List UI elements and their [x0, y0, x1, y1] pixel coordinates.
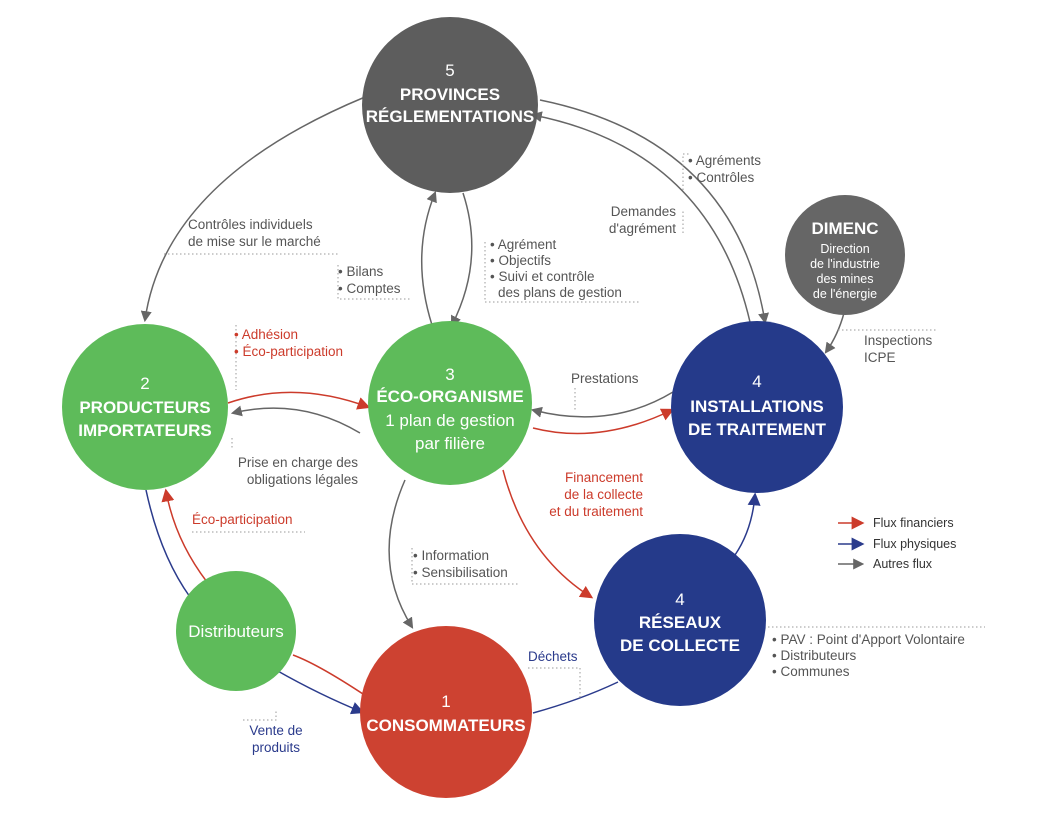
flows: [140, 96, 845, 715]
label-pav-3: • Communes: [772, 664, 850, 679]
svg-text:Distributeurs: Distributeurs: [188, 622, 283, 641]
flow-demandes: [530, 111, 751, 323]
label-inspections-2: ICPE: [864, 350, 896, 365]
label-financement-3: et du traitement: [549, 504, 643, 519]
flow-ecoparticipation-distrib: [161, 488, 208, 583]
node-installations: 4 INSTALLATIONS DE TRAITEMENT: [671, 321, 843, 493]
svg-text:1 plan de gestion: 1 plan de gestion: [385, 411, 515, 430]
flow-prise-en-charge: [230, 405, 361, 434]
svg-text:ÉCO-ORGANISME: ÉCO-ORGANISME: [376, 387, 523, 406]
label-dechets: Déchets: [528, 649, 578, 664]
flow-bilans: [421, 190, 437, 326]
label-controles-2: de mise sur le marché: [188, 234, 321, 249]
svg-text:Flux financiers: Flux financiers: [873, 516, 954, 530]
node-reseaux: 4 RÉSEAUX DE COLLECTE: [594, 534, 766, 706]
svg-text:2: 2: [140, 374, 149, 393]
node-consommateurs: 1 CONSOMMATEURS: [360, 626, 532, 798]
legend: Flux financiers Flux physiques Autres fl…: [838, 516, 956, 571]
svg-text:Autres flux: Autres flux: [873, 557, 933, 571]
flow-labels: Contrôles individuels de mise sur le mar…: [188, 153, 965, 755]
label-pav-2: • Distributeurs: [772, 648, 856, 663]
svg-text:Flux physiques: Flux physiques: [873, 537, 956, 551]
label-financement-1: Financement: [565, 470, 643, 485]
svg-text:4: 4: [675, 590, 684, 609]
svg-text:IMPORTATEURS: IMPORTATEURS: [78, 421, 211, 440]
svg-text:3: 3: [445, 365, 454, 384]
node-producteurs: 2 PRODUCTEURS IMPORTATEURS: [62, 324, 228, 490]
label-prestations: Prestations: [571, 371, 639, 386]
svg-text:par filière: par filière: [415, 434, 485, 453]
leader-lines: [164, 153, 985, 721]
flow-reseaux-installations: [734, 492, 761, 556]
svg-text:RÉSEAUX: RÉSEAUX: [639, 613, 722, 632]
legend-other: Autres flux: [838, 557, 933, 571]
svg-text:Direction: Direction: [820, 242, 869, 256]
svg-text:des mines: des mines: [817, 272, 874, 286]
svg-text:RÉGLEMENTATIONS: RÉGLEMENTATIONS: [366, 107, 534, 126]
label-adhesion-2: • Éco-participation: [234, 344, 343, 359]
label-agrements-1: • Agréments: [688, 153, 761, 168]
svg-text:DE COLLECTE: DE COLLECTE: [620, 636, 740, 655]
label-vente-2: produits: [252, 740, 300, 755]
svg-text:PRODUCTEURS: PRODUCTEURS: [79, 398, 210, 417]
legend-financial: Flux financiers: [838, 516, 954, 530]
flow-conso-distributeurs: [292, 654, 373, 701]
svg-text:4: 4: [752, 372, 761, 391]
svg-text:de l'industrie: de l'industrie: [810, 257, 880, 271]
label-ecoparticipation: Éco-participation: [192, 512, 293, 527]
label-bilans-1: • Bilans: [338, 264, 383, 279]
label-agrements-2: • Contrôles: [688, 170, 755, 185]
label-demandes-2: d'agrément: [609, 221, 676, 236]
label-information-1: • Information: [413, 548, 489, 563]
label-adhesion-1: • Adhésion: [234, 327, 298, 342]
flow-agrements: [539, 99, 769, 325]
label-agrement-4: des plans de gestion: [498, 285, 622, 300]
flow-agrement: [451, 192, 473, 327]
flow-financement-reseaux: [502, 469, 594, 599]
flow-vente-produits: [275, 669, 365, 715]
svg-text:PROVINCES: PROVINCES: [400, 85, 500, 104]
flow-inspections: [824, 312, 845, 354]
flow-producteurs-distributeurs: [145, 489, 191, 598]
flow-controles-marche: [140, 96, 366, 323]
label-financement-2: de la collecte: [564, 487, 643, 502]
label-bilans-2: • Comptes: [338, 281, 401, 296]
label-controles-1: Contrôles individuels: [188, 217, 313, 232]
label-demandes-1: Demandes: [611, 204, 677, 219]
label-information-2: • Sensibilisation: [413, 565, 508, 580]
node-provinces: 5 PROVINCES RÉGLEMENTATIONS: [362, 17, 538, 193]
label-prise-2: obligations légales: [247, 472, 358, 487]
svg-text:5: 5: [445, 61, 454, 80]
label-pav-1: • PAV : Point d'Apport Volontaire: [772, 632, 965, 647]
svg-text:CONSOMMATEURS: CONSOMMATEURS: [366, 716, 525, 735]
flow-dechets: [532, 681, 619, 714]
label-vente-1: Vente de: [249, 723, 302, 738]
legend-physical: Flux physiques: [838, 537, 956, 551]
svg-text:DE TRAITEMENT: DE TRAITEMENT: [688, 420, 827, 439]
label-inspections-1: Inspections: [864, 333, 933, 348]
label-agrement-2: • Objectifs: [490, 253, 551, 268]
flow-prestations: [530, 391, 674, 418]
node-eco-organisme: 3 ÉCO-ORGANISME 1 plan de gestion par fi…: [368, 321, 532, 485]
svg-text:1: 1: [441, 692, 450, 711]
label-agrement-1: • Agrément: [490, 237, 557, 252]
label-prise-1: Prise en charge des: [238, 455, 358, 470]
label-agrement-3: • Suivi et contrôle: [490, 269, 595, 284]
svg-text:INSTALLATIONS: INSTALLATIONS: [690, 397, 823, 416]
svg-text:de l'énergie: de l'énergie: [813, 287, 877, 301]
svg-text:DIMENC: DIMENC: [811, 219, 878, 238]
flow-financement-installations: [532, 408, 675, 435]
node-dimenc: DIMENC Direction de l'industrie des mine…: [785, 195, 905, 315]
flow-adhesion: [227, 391, 371, 410]
node-distributeurs: Distributeurs: [176, 571, 296, 691]
flow-information: [388, 479, 414, 629]
